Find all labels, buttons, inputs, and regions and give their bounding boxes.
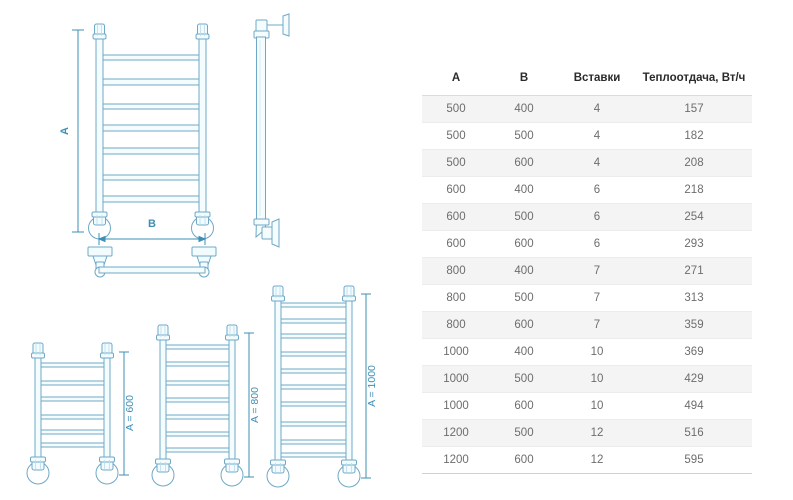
cell-inserts: 6 [558, 176, 636, 204]
variant-800: A = 800 [151, 324, 261, 487]
cell-b: 400 [490, 257, 558, 285]
cell-inserts: 10 [558, 365, 636, 393]
cell-heat-output: 218 [636, 176, 752, 204]
cell-inserts: 10 [558, 338, 636, 366]
cell-a: 800 [422, 257, 490, 285]
cell-a: 600 [422, 230, 490, 258]
cell-a: 500 [422, 95, 490, 123]
cell-inserts: 7 [558, 284, 636, 312]
cell-b: 400 [490, 176, 558, 204]
dimension-line-800 [244, 332, 254, 478]
main-front-view: A [59, 23, 217, 278]
cell-heat-output: 595 [636, 446, 752, 474]
cell-b: 600 [490, 230, 558, 258]
cell-b: 500 [490, 284, 558, 312]
cell-b: 500 [490, 203, 558, 231]
cell-heat-output: 359 [636, 311, 752, 339]
variant-800-label: A = 800 [249, 387, 261, 423]
cell-inserts: 6 [558, 230, 636, 258]
cell-a: 500 [422, 122, 490, 150]
cell-inserts: 12 [558, 419, 636, 447]
bottom-mount-view [87, 246, 217, 278]
cell-heat-output: 182 [636, 122, 752, 150]
main-top-caps [92, 23, 210, 40]
header-heat-output: Теплоотдача, Вт/ч [636, 62, 752, 96]
cell-inserts: 4 [558, 149, 636, 177]
cell-heat-output: 293 [636, 230, 752, 258]
cell-b: 600 [490, 446, 558, 474]
cell-heat-output: 313 [636, 284, 752, 312]
dimension-label-b: B [148, 218, 156, 230]
header-inserts: Вставки [558, 62, 636, 96]
dimension-line-1000 [361, 293, 371, 479]
cell-inserts: 7 [558, 311, 636, 339]
cell-b: 600 [490, 392, 558, 420]
cell-inserts: 7 [558, 257, 636, 285]
cell-a: 800 [422, 311, 490, 339]
cell-heat-output: 208 [636, 149, 752, 177]
cell-a: 1000 [422, 392, 490, 420]
cell-b: 500 [490, 122, 558, 150]
cell-b: 400 [490, 338, 558, 366]
cell-b: 500 [490, 365, 558, 393]
cell-inserts: 4 [558, 95, 636, 123]
cell-b: 600 [490, 311, 558, 339]
dimension-line-a [72, 29, 84, 233]
table-header-row: A B Вставки Теплоотдача, Вт/ч [422, 62, 752, 96]
cell-heat-output: 369 [636, 338, 752, 366]
cell-heat-output: 516 [636, 419, 752, 447]
cell-b: 400 [490, 95, 558, 123]
cell-heat-output: 494 [636, 392, 752, 420]
cell-a: 1200 [422, 419, 490, 447]
cell-a: 500 [422, 149, 490, 177]
cell-a: 800 [422, 284, 490, 312]
variant-1000: A = 1000 [266, 285, 378, 488]
cell-a: 1000 [422, 338, 490, 366]
cell-a: 1200 [422, 446, 490, 474]
cell-b: 600 [490, 149, 558, 177]
cell-heat-output: 254 [636, 203, 752, 231]
cell-a: 600 [422, 176, 490, 204]
variant-600-label: A = 600 [124, 395, 136, 431]
cell-heat-output: 271 [636, 257, 752, 285]
variant-600: A = 600 [26, 342, 136, 485]
cell-inserts: 10 [558, 392, 636, 420]
cell-inserts: 12 [558, 446, 636, 474]
cell-heat-output: 157 [636, 95, 752, 123]
cell-heat-output: 429 [636, 365, 752, 393]
dimension-line-b [97, 233, 207, 245]
variant-1000-label: A = 1000 [366, 365, 378, 407]
cell-inserts: 4 [558, 122, 636, 150]
dimension-line-600 [119, 351, 129, 476]
side-profile-view [253, 13, 290, 248]
main-rungs [96, 54, 206, 203]
cell-b: 500 [490, 419, 558, 447]
drawing-area: A [26, 13, 378, 488]
cell-a: 1000 [422, 365, 490, 393]
cell-inserts: 6 [558, 203, 636, 231]
dimension-label-a: A [59, 127, 71, 135]
header-b: B [490, 62, 558, 96]
cell-a: 600 [422, 203, 490, 231]
header-a: A [422, 62, 490, 96]
